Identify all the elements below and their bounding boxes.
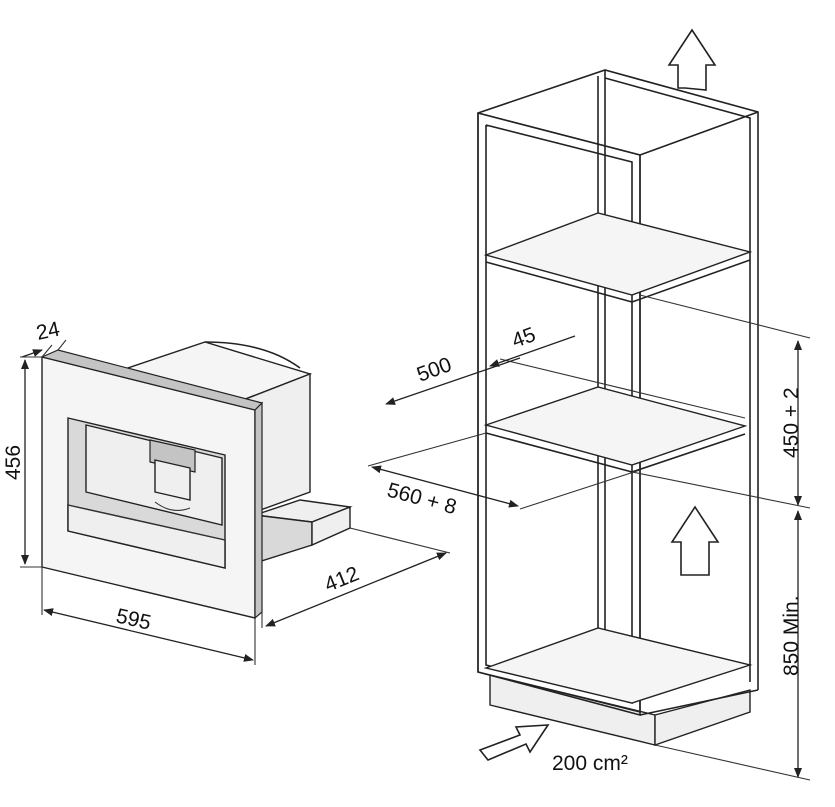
- dim-panel-depth: 24: [34, 317, 62, 344]
- dim-floor-height: 850 Min.: [780, 595, 803, 676]
- dim-depth: 412: [321, 562, 362, 596]
- dim-niche-depth: 500: [414, 353, 455, 387]
- vent-area-label: 200 cm²: [552, 752, 628, 775]
- cabinet-dimensions: 45 500 560 + 8 450 + 2 850 Min. 200 cm²: [367, 294, 811, 781]
- upper-shelf: [483, 212, 753, 296]
- coffee-machine: [40, 341, 353, 620]
- air-up-arrow-icon: [670, 505, 720, 576]
- middle-shelf: [483, 386, 748, 466]
- dim-height: 456: [2, 445, 25, 480]
- dim-rear-gap: 45: [509, 323, 539, 353]
- air-out-arrow-icon: [667, 28, 717, 91]
- dim-niche-height: 450 + 2: [780, 387, 803, 458]
- panel-side-edge: [254, 401, 263, 620]
- base-step-front: [254, 514, 313, 564]
- tall-cabinet: [477, 69, 759, 746]
- air-in-arrow-icon: [478, 724, 550, 761]
- bottom-shelf: [483, 627, 753, 704]
- dim-width: 595: [114, 604, 153, 634]
- dim-niche-width: 560 + 8: [385, 479, 459, 520]
- airflow-arrows: [478, 28, 720, 761]
